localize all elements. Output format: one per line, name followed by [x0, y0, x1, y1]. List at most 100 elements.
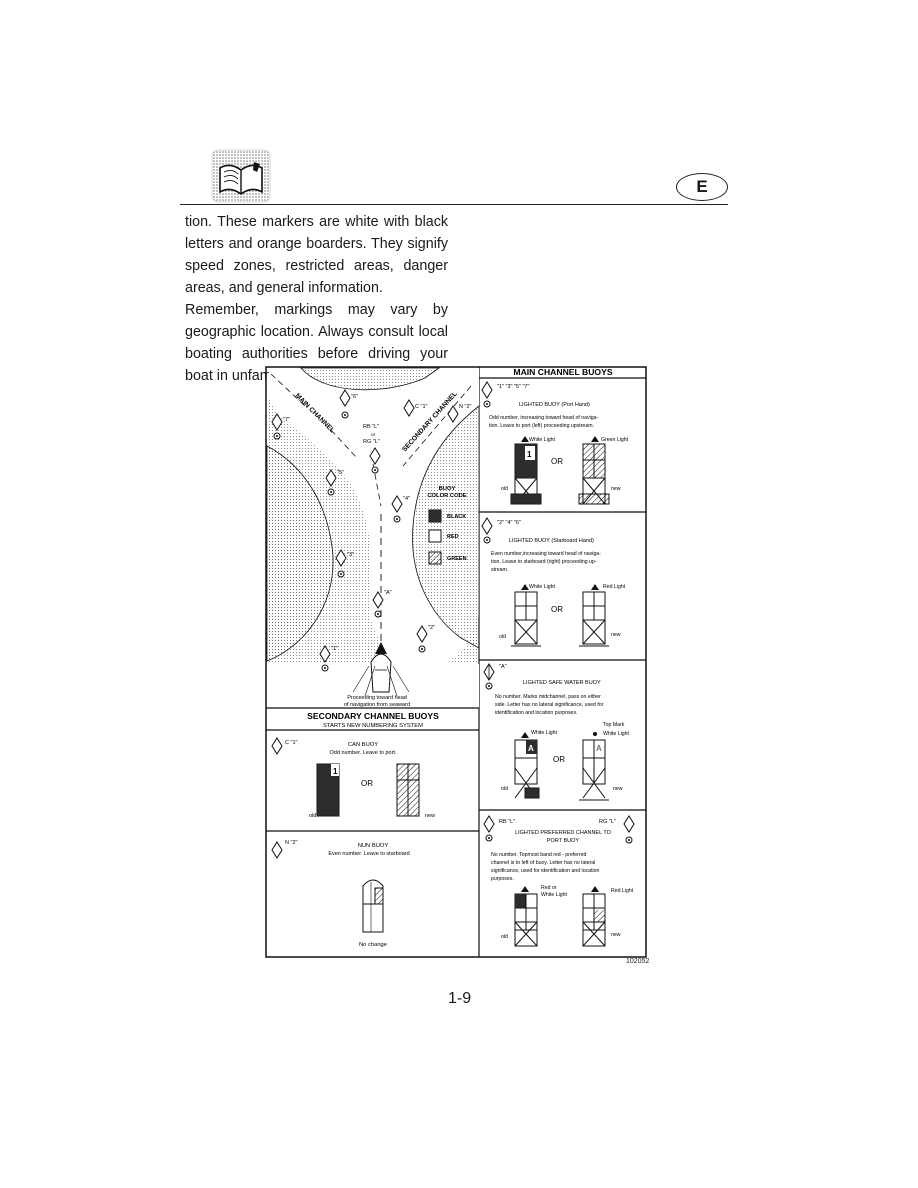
paragraph-1: tion. These markers are white with black… — [185, 214, 448, 296]
map-buoy-6: "6" — [351, 394, 358, 400]
preferred-desc-3: significance, used for identification an… — [491, 868, 600, 874]
port-new: new — [611, 486, 621, 492]
secondary-subtitle: STARTS NEW NUMBERING SYSTEM — [323, 723, 423, 729]
header-rule — [180, 204, 728, 205]
safe-number: "A" — [499, 664, 507, 670]
starboard-light-right: Red Light — [603, 584, 626, 590]
safe-buoy-new: A — [579, 732, 609, 801]
can-new-label: new — [425, 813, 435, 819]
svg-text:A: A — [528, 744, 534, 753]
starboard-light-left: White Light — [529, 584, 556, 590]
safe-top-mark: Top Mark — [603, 722, 625, 728]
preferred-title-2: PORT BUOY — [547, 838, 580, 844]
main-channel-panel: MAIN CHANNEL BUOYS "1" "3" "5" "7" LIGHT… — [479, 367, 646, 947]
map-buoy-7: "7" — [283, 417, 290, 423]
starboard-or: OR — [551, 605, 563, 614]
preferred-desc-1: No number. Topmost band red - preferred — [491, 852, 586, 858]
map-buoy-1: "1" — [331, 646, 338, 652]
port-buoy-new — [578, 436, 610, 505]
port-buoy-old: 1 — [510, 436, 542, 505]
red-label: RED — [447, 534, 459, 540]
starboard-numbers: "2" "4" "6" — [497, 520, 521, 526]
preferred-light-left-2: White Light — [541, 892, 568, 898]
nun-title: NUN BUOY — [358, 843, 389, 849]
safe-or: OR — [553, 755, 565, 764]
map-buoy-c1: C "1" — [415, 404, 428, 410]
paragraph-2: Remember, markings may vary by geographi… — [185, 302, 448, 384]
starboard-new: new — [611, 632, 621, 638]
starboard-desc-2: tion. Leave to starboard (right) proceed… — [491, 559, 597, 565]
preferred-right-marker: RG "L" — [599, 819, 616, 825]
starboard-buoy-new — [579, 584, 609, 647]
safe-old: old — [501, 786, 508, 792]
green-swatch — [428, 551, 442, 565]
port-title: LIGHTED BUOY (Port Hand) — [519, 402, 590, 408]
starboard-buoy-old — [511, 584, 541, 647]
nun-buoy — [362, 879, 384, 933]
safe-title: LIGHTED SAFE WATER BUOY — [523, 680, 601, 686]
svg-text:A: A — [596, 744, 602, 753]
language-badge: E — [676, 173, 728, 201]
port-old: old — [501, 486, 508, 492]
black-label: BLACK — [447, 514, 466, 520]
preferred-light-left-1: Red or — [541, 885, 557, 891]
page-number: 1-9 — [448, 990, 472, 1007]
safe-desc-1: No number. Marks midchannel, pass on eit… — [495, 694, 601, 700]
map-buoy-rg: RG "L" — [363, 439, 380, 445]
red-swatch — [428, 529, 442, 543]
port-light-right: Green Light — [601, 437, 629, 443]
starboard-desc-1: Even number,increasing toward head of na… — [491, 551, 601, 557]
can-title: CAN BUOY — [348, 742, 378, 748]
preferred-buoy-new — [582, 886, 606, 947]
map-or: or — [371, 432, 376, 438]
body-text: tion. These markers are white with black… — [185, 211, 448, 387]
secondary-channel-panel: SECONDARY CHANNEL BUOYS STARTS NEW NUMBE… — [266, 707, 479, 948]
map-buoy-2: "2" — [428, 625, 435, 631]
can-buoy-old — [316, 763, 340, 817]
can-old-label: old — [309, 813, 316, 819]
buoy-figure: MAIN CHANNEL SECONDARY CHANNEL "6" "7" C… — [265, 366, 647, 958]
port-or: OR — [551, 457, 563, 466]
green-label: GREEN — [447, 556, 467, 562]
starboard-desc-3: stream. — [491, 567, 508, 573]
map-buoy-n2: N "2" — [459, 404, 472, 410]
can-marker: C "1" — [285, 740, 298, 746]
boat-icon — [352, 642, 410, 697]
nun-no-change: No change — [359, 942, 387, 948]
safe-buoy-old: A — [514, 732, 540, 799]
port-light-left: White Light — [529, 437, 556, 443]
nun-desc: Even number. Leave to starboard — [328, 851, 409, 857]
manual-book-icon — [210, 148, 272, 204]
secondary-title: SECONDARY CHANNEL BUOYS — [307, 711, 439, 721]
can-desc: Odd number. Leave to port. — [330, 750, 397, 756]
preferred-desc-4: purposes. — [491, 876, 514, 882]
map-buoy-4: "4" — [403, 496, 410, 502]
map-buoy-3: "3" — [347, 552, 354, 558]
preferred-left-marker: RB "L" — [499, 819, 515, 825]
port-numbers: "1" "3" "5" "7" — [497, 384, 529, 390]
preferred-title-1: LIGHTED PREFERRED CHANNEL TO — [515, 830, 612, 836]
svg-text:1: 1 — [333, 767, 338, 776]
preferred-old: old — [501, 934, 508, 940]
map-buoy-5: "5" — [337, 470, 344, 476]
port-desc-1: Odd number, increasing toward head of na… — [489, 415, 599, 421]
can-or: OR — [361, 779, 373, 788]
starboard-title: LIGHTED BUOY (Starboard Hand) — [509, 538, 594, 544]
safe-new: new — [613, 786, 623, 792]
safe-light-left: White Light — [531, 730, 558, 736]
port-desc-2: tion. Leave to port (left) proceeding up… — [489, 423, 594, 429]
safe-desc-2: side. Letter has no lateral significance… — [495, 702, 604, 708]
starboard-old: old — [499, 634, 506, 640]
black-swatch — [428, 509, 442, 523]
map-buoy-rb: RB "L" — [363, 424, 379, 430]
figure-number: 102052 — [626, 958, 650, 965]
safe-desc-3: identification and location purposes. — [495, 710, 577, 716]
preferred-new: new — [611, 932, 621, 938]
main-title: MAIN CHANNEL BUOYS — [513, 367, 612, 377]
channel-map: MAIN CHANNEL SECONDARY CHANNEL "6" "7" C… — [266, 367, 480, 708]
map-buoy-a: "A" — [384, 590, 392, 596]
preferred-desc-2: channel is to left of buoy. Letter has n… — [491, 860, 595, 866]
svg-text:1: 1 — [527, 450, 532, 459]
